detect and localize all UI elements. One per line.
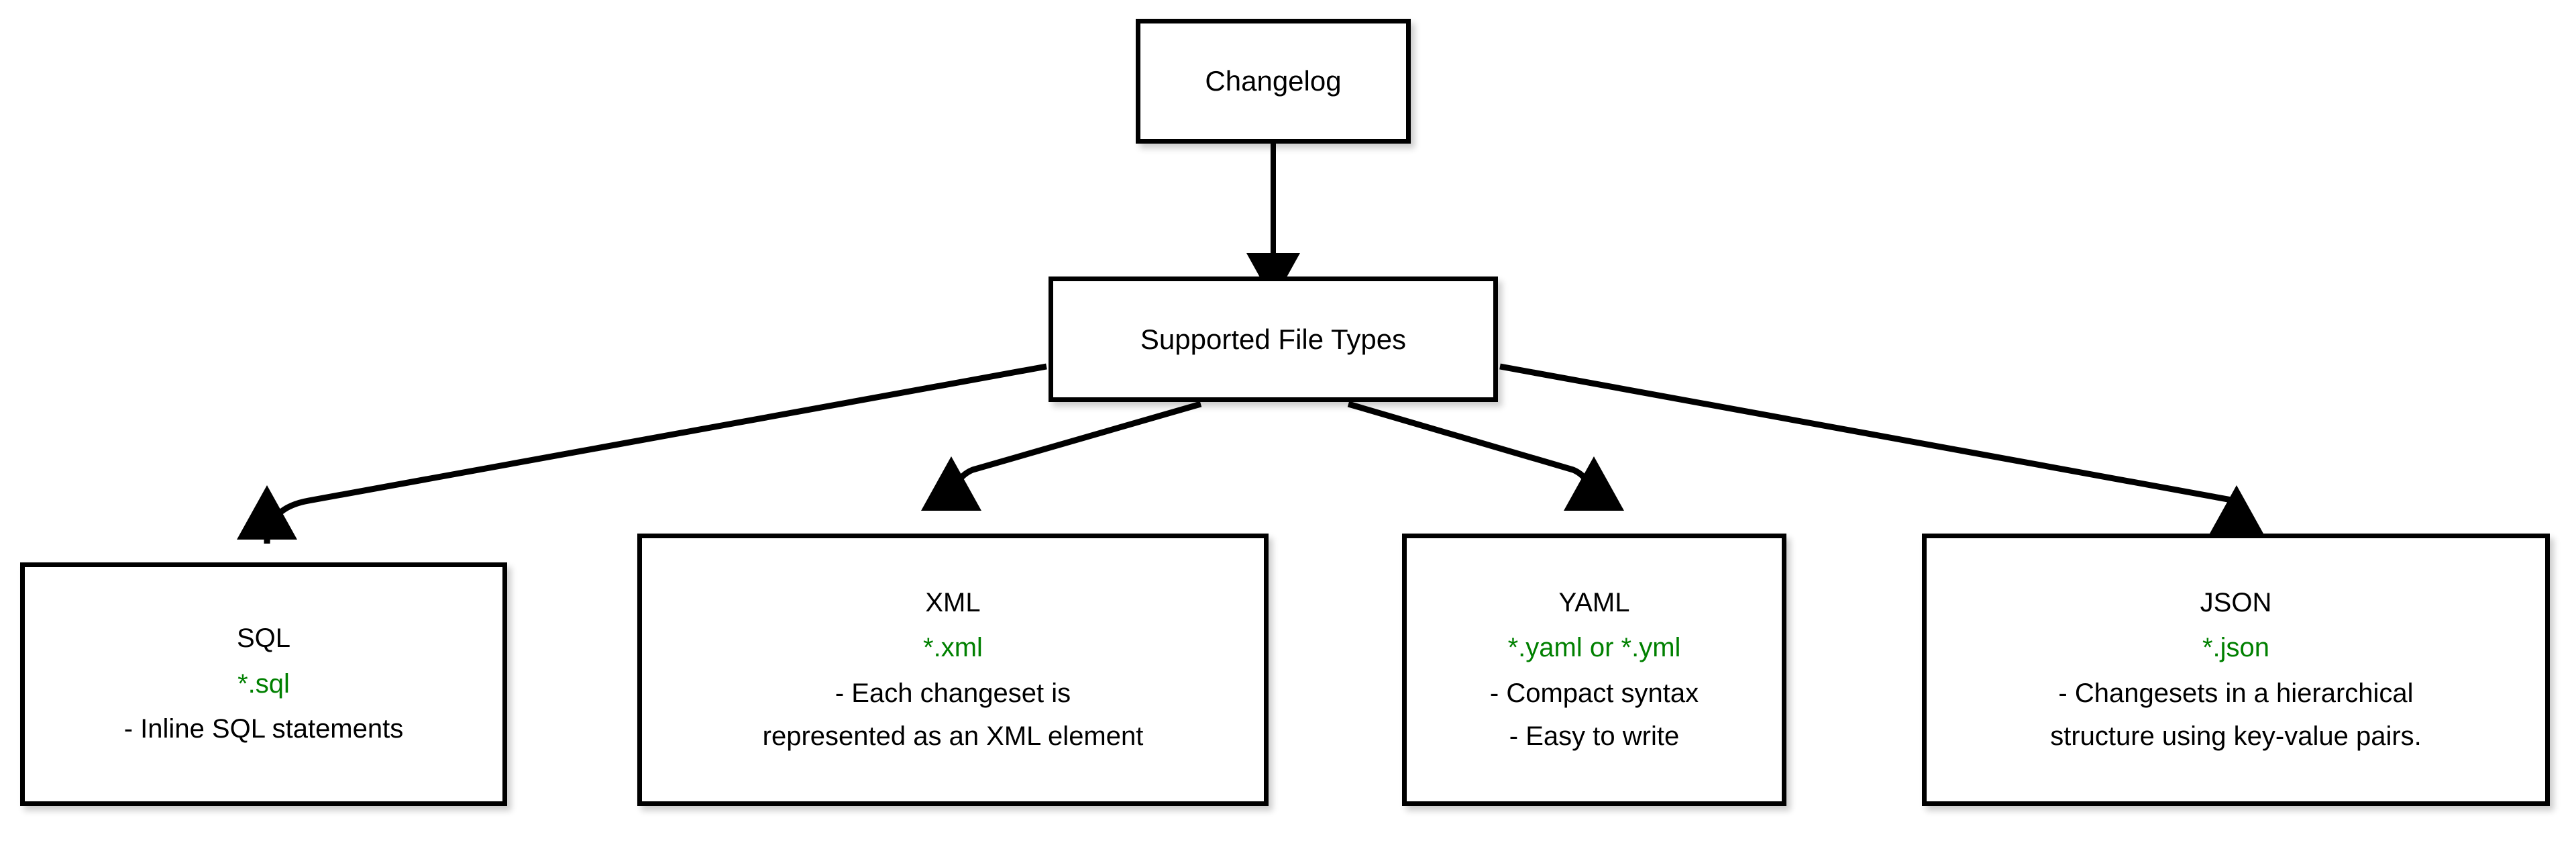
edge-supported-to-xml xyxy=(921,401,1202,511)
node-supported-file-types[interactable]: Supported File Types xyxy=(1049,277,1498,402)
node-xml-description-line-2: represented as an XML element xyxy=(762,721,1144,751)
node-changelog-title: Changelog xyxy=(1205,65,1342,97)
edge-supported-to-yaml xyxy=(1347,401,1624,511)
node-yaml[interactable]: YAML *.yaml or *.yml - Compact syntax - … xyxy=(1402,534,1786,806)
node-supported-file-types-title: Supported File Types xyxy=(1140,323,1407,355)
node-xml-description-line-1: - Each changeset is xyxy=(835,679,1071,708)
node-sql[interactable]: SQL *.sql - Inline SQL statements xyxy=(20,562,507,806)
node-xml-title: XML xyxy=(925,587,981,617)
node-json-description-line-2: structure using key-value pairs. xyxy=(2050,721,2422,751)
node-yaml-description-line-2: - Easy to write xyxy=(1509,721,1680,751)
node-yaml-title: YAML xyxy=(1558,587,1630,617)
node-sql-title: SQL xyxy=(236,623,291,654)
node-json-description-line-1: - Changesets in a hierarchical xyxy=(2058,679,2414,708)
node-yaml-description-line-1: - Compact syntax xyxy=(1489,679,1699,708)
node-sql-extension: *.sql xyxy=(237,668,290,699)
node-xml[interactable]: XML *.xml - Each changeset is represente… xyxy=(637,534,1269,806)
node-changelog[interactable]: Changelog xyxy=(1136,19,1411,144)
edge-supported-to-sql xyxy=(237,363,1047,544)
edge-supported-to-json xyxy=(1499,363,2267,544)
node-json[interactable]: JSON *.json - Changesets in a hierarchic… xyxy=(1922,534,2550,806)
node-json-title: JSON xyxy=(2200,587,2272,617)
node-xml-extension: *.xml xyxy=(923,633,983,663)
node-json-extension: *.json xyxy=(2202,633,2270,663)
node-sql-description-line-1: - Inline SQL statements xyxy=(123,714,404,744)
node-yaml-extension: *.yaml or *.yml xyxy=(1507,633,1681,663)
